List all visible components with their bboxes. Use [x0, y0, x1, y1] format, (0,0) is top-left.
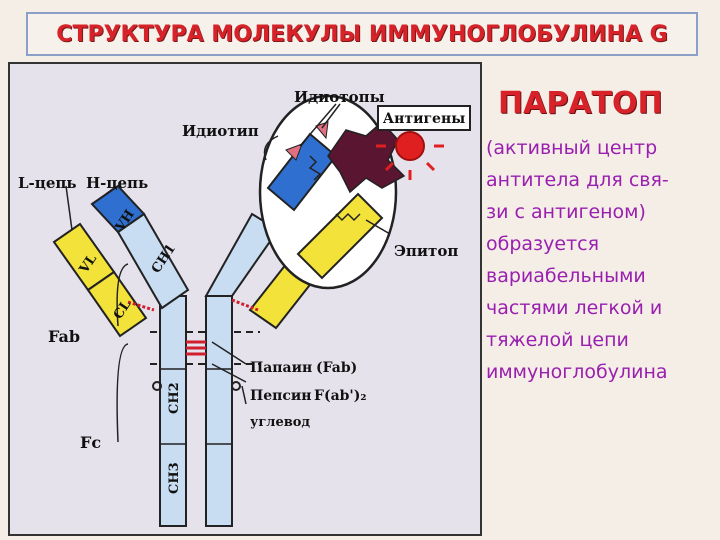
description-line: образуется [486, 233, 600, 255]
carbohydrate-label: углевод [250, 415, 310, 430]
page-title: СТРУКТУРА МОЛЕКУЛЫ ИММУНОГЛОБУЛИНА G [56, 21, 668, 47]
ig-diagram-svg: Антигены Идиотопы Идиотип L-цепь H-цепь … [18, 88, 471, 527]
idiotopes-label: Идиотопы [294, 88, 385, 106]
heavy-chain-right-stem [205, 295, 233, 527]
idiotope-1 [285, 143, 303, 161]
description-line: зи с антигеном) [486, 201, 646, 223]
fc-label: Fc [80, 433, 101, 452]
left-arm-disulfide [127, 300, 155, 312]
ch2-domain-label: CH2 [167, 382, 182, 414]
description-line: вариабельными [486, 265, 646, 287]
antigens-label-box [377, 105, 471, 131]
papain-label: Папаин [250, 360, 312, 376]
description-line: (активный центр [486, 137, 658, 159]
h-chain-label: H-цепь [86, 174, 148, 192]
fab-label: Fab [48, 327, 80, 346]
antigens-label: Антигены [383, 111, 465, 127]
l-chain-label: L-цепь [18, 174, 77, 192]
pepsin-product-label: F(ab')₂ [314, 388, 366, 404]
paratope-heading: ПАРАТОП [498, 86, 663, 121]
description-line: тяжелой цепи [486, 329, 629, 351]
title-box: СТРУКТУРА МОЛЕКУЛЫ ИММУНОГЛОБУЛИНА G [26, 12, 698, 56]
description-line: антитела для свя- [486, 169, 669, 191]
zoom-vh-teeth [308, 155, 322, 181]
zoom-vl [296, 192, 384, 280]
idiotype-label: Идиотип [182, 122, 259, 140]
callout-lines [65, 103, 391, 443]
epitope-label: Эпитоп [394, 242, 458, 260]
antigen-blob [327, 120, 406, 194]
hinge-disulfide-bonds [186, 340, 206, 356]
carbohydrate-left [152, 381, 162, 391]
pepsin-label: Пепсин [250, 388, 312, 404]
ch3-domain-label: CH3 [167, 462, 182, 494]
papain-product-label: (Fab) [316, 360, 357, 376]
paratope-description: (активный центр антитела для свя- зи с а… [486, 132, 718, 388]
carbohydrate-right [231, 381, 241, 391]
description-line: иммуноглобулина [486, 361, 668, 383]
ig-diagram: Антигены Идиотопы Идиотип L-цепь H-цепь … [8, 62, 482, 536]
idiotope-2 [315, 121, 329, 140]
description-line: частями легкой и [486, 297, 663, 319]
zoom-vl-teeth [335, 212, 361, 222]
